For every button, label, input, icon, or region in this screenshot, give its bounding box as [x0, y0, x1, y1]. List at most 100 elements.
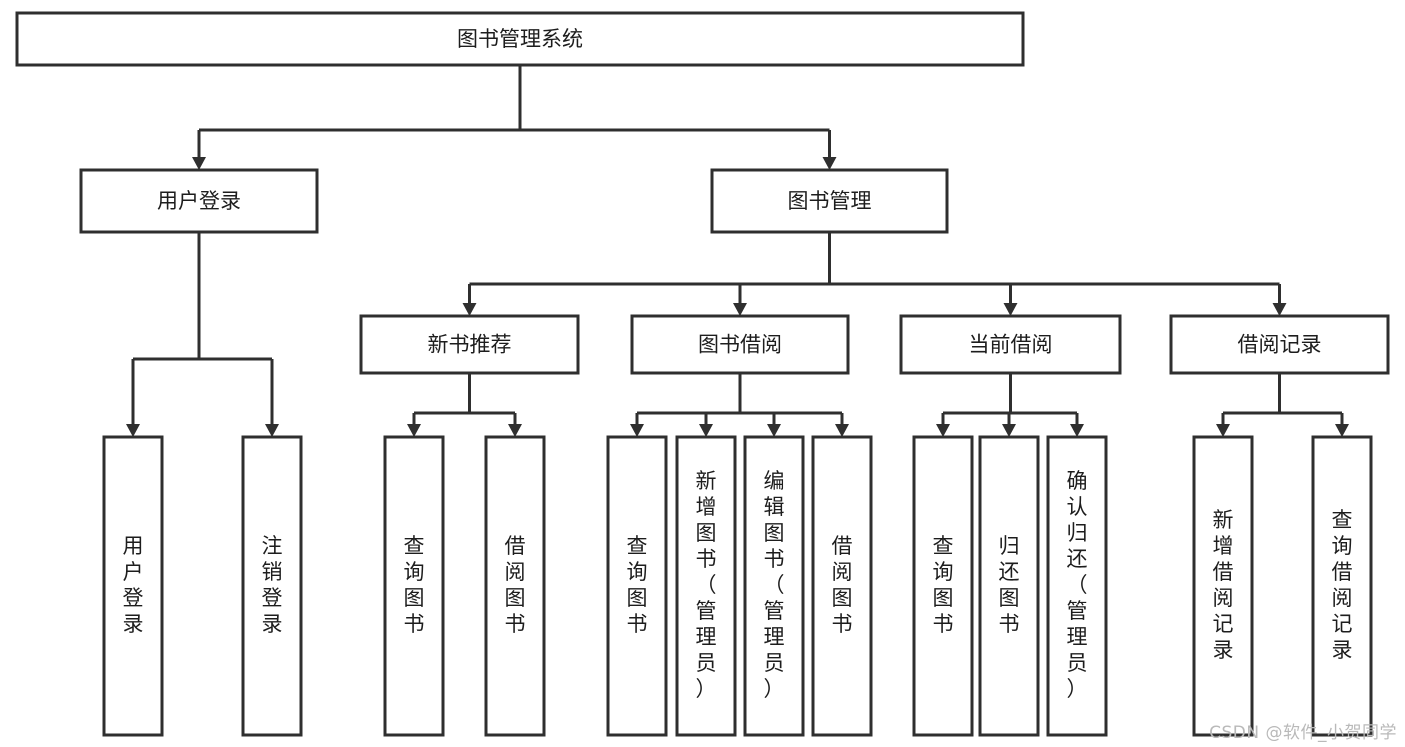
node-box-leaf-query-book-current [912, 435, 974, 737]
svg-text:录: 录 [123, 612, 144, 636]
svg-text:用: 用 [123, 534, 144, 558]
svg-text:询: 询 [404, 560, 425, 584]
svg-text:理: 理 [1067, 625, 1088, 649]
node-box-leaf-confirm-return-admin [1046, 435, 1108, 737]
edge-group-book-borrow [630, 373, 849, 437]
node-box-leaf-borrow-book-recommend [484, 435, 546, 737]
svg-text:记: 记 [1213, 612, 1234, 636]
node-root[interactable]: 图书管理系统 [15, 11, 1025, 67]
svg-text:图: 图 [764, 521, 785, 545]
svg-text:管: 管 [1067, 599, 1088, 623]
node-box-leaf-query-borrow-record [1311, 435, 1373, 737]
svg-text:阅: 阅 [1332, 586, 1353, 610]
svg-text:查: 查 [627, 534, 648, 558]
arrow-head-book-management [822, 157, 837, 170]
node-book-management[interactable]: 图书管理 [710, 168, 949, 234]
edges-layer [126, 65, 1349, 437]
arrow-head-leaf-logout [265, 424, 279, 437]
svg-text:查: 查 [933, 534, 954, 558]
node-borrow-record[interactable]: 借阅记录 [1169, 314, 1390, 375]
svg-text:借: 借 [1332, 560, 1353, 584]
svg-text:）: ） [696, 677, 717, 701]
node-leaf-user-login[interactable]: 用户登录 [102, 435, 164, 737]
arrow-head-leaf-borrow-book-recommend [508, 424, 522, 437]
node-user-login[interactable]: 用户登录 [79, 168, 319, 234]
edge-group-current-borrow [936, 373, 1084, 437]
node-box-user-login [79, 168, 319, 234]
svg-text:登: 登 [262, 586, 283, 610]
node-label-borrow-record: 借阅记录 [1238, 333, 1322, 357]
node-box-leaf-query-book-borrow [606, 435, 668, 737]
node-label-leaf-user-login: 用户登录 [123, 534, 144, 636]
svg-text:归: 归 [1067, 521, 1088, 545]
watermark-credit: CSDN @软件_小贺同学 [1209, 723, 1397, 743]
arrow-head-leaf-return-book [1002, 424, 1016, 437]
node-box-root [15, 11, 1025, 67]
svg-text:注: 注 [262, 534, 283, 558]
svg-text:书: 书 [696, 547, 717, 571]
edge-group-user-login [126, 232, 279, 437]
arrow-head-leaf-query-book-current [936, 424, 950, 437]
svg-text:管: 管 [764, 599, 785, 623]
node-box-book-borrow [630, 314, 850, 375]
svg-text:记: 记 [1332, 612, 1353, 636]
arrow-head-book-borrow [733, 303, 747, 316]
svg-text:管: 管 [696, 599, 717, 623]
svg-text:（: （ [696, 573, 717, 597]
svg-text:还: 还 [999, 560, 1020, 584]
svg-text:书: 书 [505, 612, 526, 636]
svg-text:书: 书 [933, 612, 954, 636]
arrow-head-leaf-add-book-admin [699, 424, 713, 437]
node-label-user-login: 用户登录 [157, 189, 241, 213]
svg-text:查: 查 [1332, 508, 1353, 532]
node-box-leaf-return-book [978, 435, 1040, 737]
svg-text:理: 理 [764, 625, 785, 649]
node-book-borrow[interactable]: 图书借阅 [630, 314, 850, 375]
node-label-current-borrow: 当前借阅 [969, 333, 1053, 357]
arrow-head-leaf-query-book-borrow [630, 424, 644, 437]
arrow-head-leaf-add-borrow-record [1216, 424, 1230, 437]
svg-text:增: 增 [696, 495, 717, 519]
edge-group-book-management [462, 232, 1287, 316]
node-label-new-book-recommend: 新书推荐 [428, 333, 512, 357]
node-box-leaf-add-book-admin [675, 435, 737, 737]
svg-text:查: 查 [404, 534, 425, 558]
node-current-borrow[interactable]: 当前借阅 [899, 314, 1122, 375]
node-box-book-management [710, 168, 949, 234]
svg-text:图: 图 [933, 586, 954, 610]
svg-text:户: 户 [123, 560, 144, 584]
svg-text:（: （ [1067, 573, 1088, 597]
svg-text:）: ） [1067, 677, 1088, 701]
node-box-leaf-query-book-recommend [383, 435, 445, 737]
svg-text:销: 销 [262, 560, 283, 584]
svg-text:新: 新 [1213, 508, 1234, 532]
svg-text:图: 图 [999, 586, 1020, 610]
node-new-book-recommend[interactable]: 新书推荐 [359, 314, 580, 375]
svg-text:还: 还 [1067, 547, 1088, 571]
node-box-leaf-borrow-book [811, 435, 873, 737]
svg-text:阅: 阅 [1213, 586, 1234, 610]
node-box-leaf-edit-book-admin [743, 435, 805, 737]
node-box-leaf-logout [241, 435, 303, 737]
